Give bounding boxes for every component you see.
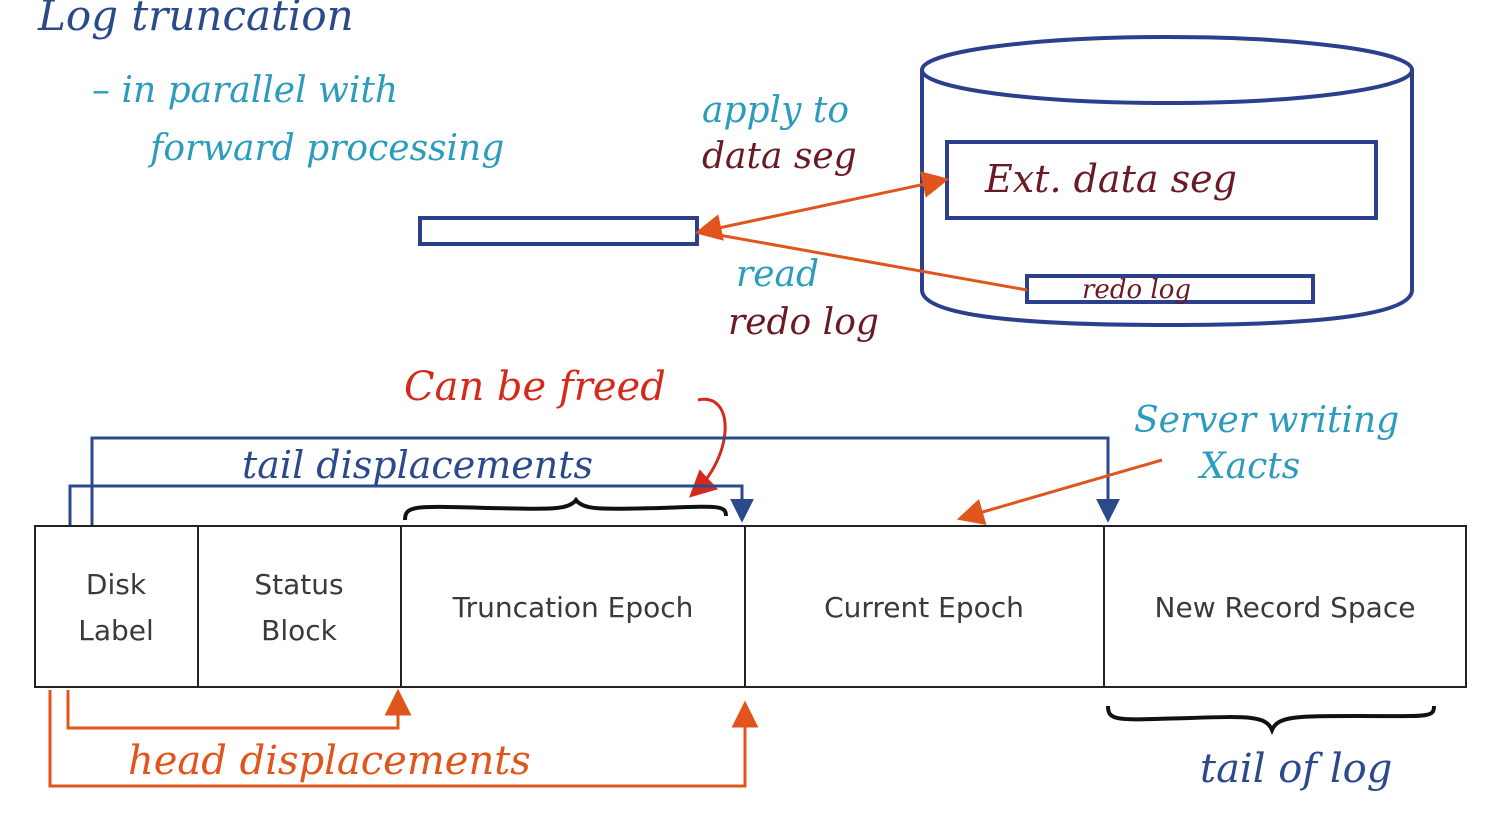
can-be-freed-label: Can be freed: [404, 364, 666, 410]
diagram-title: Log truncation: [37, 0, 354, 40]
memory-buffer: [418, 216, 699, 246]
head-displacements-label: head displacements: [128, 738, 531, 784]
segment-disk-label: Disk Label: [78, 568, 154, 647]
tail-displacements-label: tail displacements: [242, 443, 593, 487]
log-bar: [34, 525, 1467, 688]
log-bar-outline: [34, 525, 1467, 688]
segment-current-epoch: Current Epoch: [824, 591, 1024, 624]
redo-log-label: redo log: [728, 302, 879, 343]
read-arrow: [701, 230, 1028, 292]
server-writing-label: Server writing: [1134, 400, 1399, 441]
xacts-label: Xacts: [1197, 446, 1300, 487]
apply-arrow: [694, 171, 950, 241]
segment-new-record-space: New Record Space: [1155, 591, 1416, 624]
server-writing-arrow: [956, 458, 1163, 525]
segment-truncation-epoch: Truncation Epoch: [452, 591, 694, 624]
truncation-brace: [403, 496, 728, 521]
tail-of-log-label: tail of log: [1200, 746, 1392, 792]
head-displacement-line-short: [66, 688, 412, 730]
tail-displacement-line-short: [68, 484, 754, 525]
read-label: read: [736, 254, 819, 295]
svg-text:Label: Label: [78, 614, 154, 647]
redo-log-box-label: redo log: [1082, 275, 1191, 305]
subtitle-line-1: – in parallel with: [92, 70, 398, 111]
apply-to-label: apply to: [702, 90, 849, 131]
svg-text:Disk: Disk: [86, 568, 147, 601]
data-seg-label: data seg: [702, 136, 857, 177]
head-displacement-line-long: [48, 690, 759, 788]
disk-cylinder: [920, 35, 1414, 328]
svg-text:Status: Status: [254, 568, 343, 601]
subtitle-line-2: forward processing: [147, 128, 504, 169]
tail-displacement-line-long: [90, 436, 1120, 525]
tail-of-log-brace: [1106, 705, 1436, 736]
svg-text:Block: Block: [261, 614, 338, 647]
can-be-freed-arrow: [689, 397, 727, 498]
segment-status-block: Status Block: [254, 568, 343, 647]
ext-data-seg-label: Ext. data seg: [984, 157, 1237, 201]
